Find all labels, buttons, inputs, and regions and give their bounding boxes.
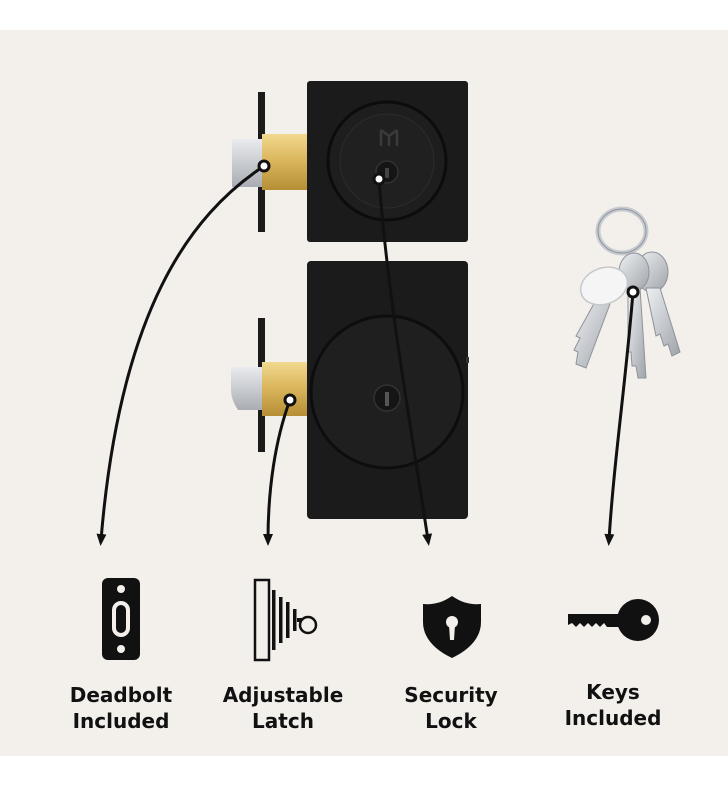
feature-label-latch: Adjustable Latch bbox=[203, 682, 363, 734]
feature-label-security-line1: Security bbox=[404, 683, 498, 707]
feature-label-latch-line1: Adjustable bbox=[222, 683, 344, 707]
feature-label-deadbolt-line1: Deadbolt bbox=[69, 683, 173, 707]
feature-label-deadbolt-line2: Included bbox=[72, 709, 170, 733]
adjustable-latch-icon bbox=[253, 578, 318, 662]
latch-assembly bbox=[231, 261, 469, 519]
arrow-deadbolt bbox=[96, 164, 266, 546]
key-cap bbox=[579, 266, 629, 306]
arrow-security bbox=[377, 177, 433, 546]
feature-label-latch-line2: Latch bbox=[252, 709, 314, 733]
brand-logo-icon bbox=[379, 129, 399, 146]
callout-dots bbox=[257, 159, 640, 407]
callout-arrows bbox=[96, 164, 635, 546]
latch-housing bbox=[262, 362, 307, 416]
feature-label-keys: Keys Included bbox=[533, 679, 693, 731]
key-front bbox=[573, 266, 629, 369]
key-middle bbox=[618, 252, 650, 379]
arrow-latch bbox=[263, 398, 292, 546]
feature-label-security-line2: Lock bbox=[425, 709, 477, 733]
key-icon bbox=[568, 599, 659, 641]
feature-label-security: Security Lock bbox=[371, 682, 531, 734]
feature-label-keys-line2: Included bbox=[564, 706, 662, 730]
security-shield-icon bbox=[423, 596, 481, 658]
deadbolt-housing bbox=[262, 134, 307, 190]
feature-label-deadbolt: Deadbolt Included bbox=[41, 682, 201, 734]
feature-label-keys-line1: Keys bbox=[586, 680, 640, 704]
arrow-keys bbox=[604, 290, 635, 546]
deadbolt-plate-icon bbox=[102, 578, 140, 660]
latch-bolt bbox=[231, 367, 262, 410]
